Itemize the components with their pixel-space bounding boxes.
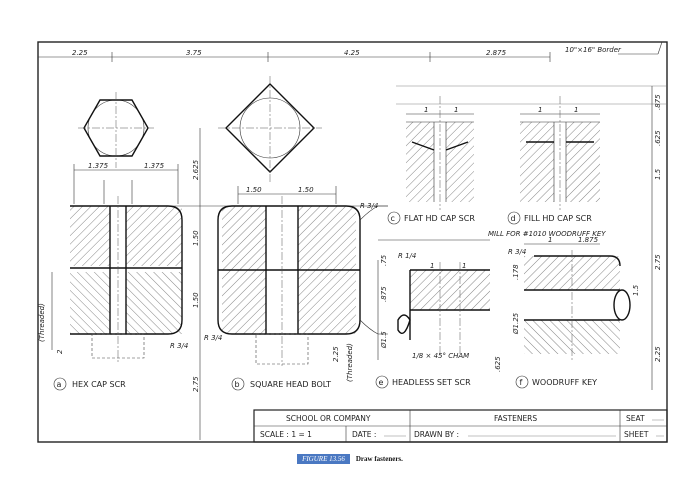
- dim-.875: .875: [380, 286, 388, 302]
- dim-1.375-a: 1.375: [88, 162, 109, 170]
- dim-4.25: 4.25: [344, 49, 360, 57]
- label-f-text: WOODRUFF KEY: [532, 378, 597, 387]
- label-e-text: HEADLESS SET SCR: [392, 378, 471, 387]
- slot-dim-c1: 1: [424, 106, 428, 114]
- tb-sheet: SHEET: [624, 430, 649, 439]
- dim-2.25-r: 2.25: [654, 346, 662, 362]
- key-dim-1: 1: [548, 236, 552, 244]
- dim-1.375-b: 1.375: [144, 162, 165, 170]
- dim-1.50-v1: 1.50: [192, 230, 200, 246]
- dim-2.75-v: 2.75: [192, 376, 200, 392]
- slot-dim-d1: 1: [538, 106, 542, 114]
- square-head-bolt-section: 1.50 1.50 R 3/4 R 3/4 2.625 1.50 1.50 2.…: [192, 128, 388, 440]
- hex-cap-screw-section: 1.375 1.375 R 3/4 (Threaded) 2: [38, 162, 388, 362]
- radius-label-c: R 3/4: [360, 202, 378, 210]
- figure-caption: FIGURE 13.56 Draw fasteners.: [0, 454, 700, 468]
- border-note: 10"×16" Border: [565, 46, 622, 54]
- hex-head-top-view: [78, 92, 154, 168]
- slot-dim-d2: 1: [574, 106, 578, 114]
- woodruff-key-section: MILL FOR #1010 WOODRUFF KEY 1 1.875 .178…: [488, 230, 640, 372]
- dim-1.5-r: 1.5: [654, 168, 662, 180]
- label-b-text: SQUARE HEAD BOLT: [250, 380, 331, 389]
- radius-label-b: R 3/4: [204, 334, 222, 342]
- dim-.75: .75: [380, 254, 388, 266]
- radius-label-a: R 3/4: [170, 342, 188, 350]
- tb-drawn-by: DRAWN BY :: [414, 430, 459, 439]
- label-c-letter: c: [391, 214, 395, 223]
- title-block: SCHOOL OR COMPANY FASTENERS SEAT SCALE :…: [253, 409, 668, 443]
- threaded-label-left: (Threaded): [38, 303, 46, 342]
- key-dim-.178: .178: [512, 264, 520, 280]
- tb-seat: SEAT: [626, 414, 645, 423]
- set-dim-1b: 1: [462, 262, 466, 270]
- flat-head-cap-screw-section: 1 1: [396, 85, 666, 210]
- key-dim-1.5: 1.5: [632, 284, 640, 296]
- radius-label-f: R 3/4: [508, 248, 526, 256]
- label-c-text: FLAT HD CAP SCR: [404, 214, 475, 223]
- figure-tag: FIGURE 13.56: [297, 454, 350, 464]
- dim-2.25: 2.25: [72, 49, 88, 57]
- dim-2.25-left: 2.25: [332, 346, 340, 362]
- tb-school: SCHOOL OR COMPANY: [286, 414, 371, 423]
- tb-title: FASTENERS: [494, 414, 537, 423]
- fill-head-cap-screw-section: 1 1 .875 .625 1.5 2.75 2.25: [520, 86, 662, 390]
- dim-2: 2: [56, 349, 64, 354]
- dim-1.50-b: 1.50: [298, 186, 314, 194]
- dim-1.50-a: 1.50: [246, 186, 262, 194]
- label-b-letter: b: [235, 380, 240, 389]
- key-dim-1.875: 1.875: [578, 236, 599, 244]
- label-f-letter: f: [520, 378, 523, 387]
- slot-dim-c2: 1: [454, 106, 458, 114]
- label-a-text: HEX CAP SCR: [72, 380, 126, 389]
- caption-text: Draw fasteners.: [355, 455, 403, 463]
- key-dim-.625: .625: [494, 356, 502, 372]
- mill-note: MILL FOR #1010 WOODRUFF KEY: [488, 230, 606, 238]
- label-e-letter: e: [379, 378, 384, 387]
- square-head-top-view: [218, 76, 322, 182]
- view-labels: a HEX CAP SCR b SQUARE HEAD BOLT c FLAT …: [53, 211, 597, 391]
- label-d-letter: d: [511, 214, 516, 223]
- threaded-label-right: (Threaded): [346, 343, 354, 382]
- key-dim-dia-1.25: Ø1.25: [512, 312, 520, 335]
- dim-2.75-r: 2.75: [654, 254, 662, 270]
- dim-3.75: 3.75: [186, 49, 202, 57]
- dim-1.50-v2: 1.50: [192, 292, 200, 308]
- radius-label-e: R 1/4: [398, 252, 416, 260]
- top-dimension-row: 2.25 3.75 4.25 2.875 10"×16" Border: [38, 41, 663, 62]
- dim-dia-1.5: Ø1.5: [380, 331, 388, 349]
- dim-.625-r: .625: [654, 130, 662, 146]
- headless-set-screw-section: 1 1 .75 .875 Ø1.5 R 1/4 1/8 × 45° CHAM: [377, 239, 490, 360]
- label-a-letter: a: [57, 380, 62, 389]
- label-d-text: FILL HD CAP SCR: [524, 214, 592, 223]
- dim-2.625: 2.625: [192, 159, 200, 180]
- set-dim-1a: 1: [430, 262, 434, 270]
- tb-scale: SCALE : 1 = 1: [260, 430, 312, 439]
- dim-.875-r: .875: [654, 94, 662, 110]
- dim-2.875: 2.875: [486, 49, 507, 57]
- chamfer-note: 1/8 × 45° CHAM: [412, 352, 469, 360]
- tb-date: DATE :: [352, 430, 376, 439]
